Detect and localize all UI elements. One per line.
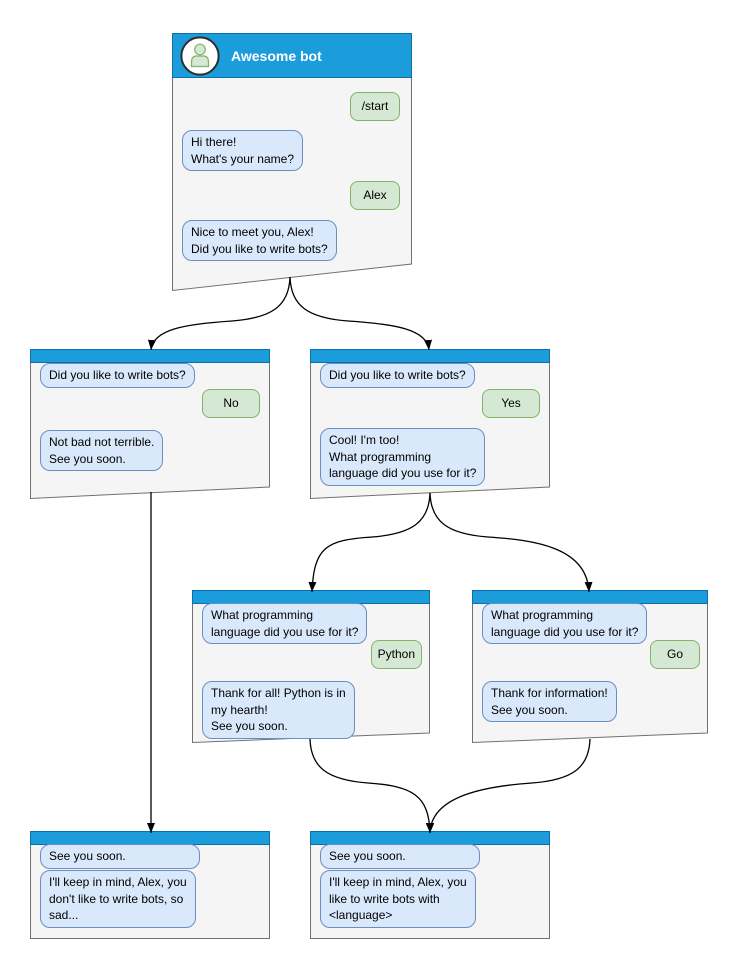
bot-message-bubble: What programming language did you use fo… [202,603,368,645]
window-header-bar [192,590,430,604]
user-message-bubble: No [202,389,260,418]
bot-message-bubble: I'll keep in mind, Alex, you like to wri… [320,870,476,928]
connector-yes-to-go [429,492,593,593]
window-header-bar [310,349,550,363]
chat-window-branch-go: What programming language did you use fo… [472,590,708,744]
bot-message-bubble: I'll keep in mind, Alex, you don't like … [40,870,196,928]
bot-message-bubble: Nice to meet you, Alex! Did you like to … [182,220,337,262]
window-header-bar [30,349,270,363]
chat-window-branch-yes: Did you like to write bots? Yes Cool! I'… [310,349,550,500]
window-title: Awesome bot [231,47,322,64]
user-message-bubble: /start [350,92,400,121]
user-message-bubble: Alex [350,181,400,210]
bot-message-bubble: What programming language did you use fo… [482,603,648,645]
window-header-bar [472,590,708,604]
bot-message-bubble: Did you like to write bots? [320,363,475,388]
user-message-bubble: Go [650,640,700,669]
bot-message-bubble: Hi there! What's your name? [182,130,304,172]
chat-window-root: Awesome bot /start Hi there! What's your… [172,33,412,292]
bot-message-bubble: See you soon. [40,844,200,869]
connector-go-to-end-language [426,738,591,834]
chat-window-end-language: See you soon. I'll keep in mind, Alex, y… [310,831,550,939]
window-header-bar [310,831,550,845]
chat-window-branch-python: What programming language did you use fo… [192,590,430,744]
chat-window-branch-no: Did you like to write bots? No Not bad n… [30,349,270,500]
bot-avatar-icon [180,35,220,76]
connector-yes-to-python [308,492,431,593]
bot-message-bubble: Cool! I'm too! What programming language… [320,428,486,486]
window-header-bar [30,831,270,845]
bot-message-bubble: See you soon. [320,844,480,869]
bot-message-bubble: Not bad not terrible. See you soon. [40,430,164,472]
bot-message-bubble: Thank for all! Python is in my hearth! S… [202,681,355,739]
chat-window-end-no: See you soon. I'll keep in mind, Alex, y… [30,831,270,939]
connector-python-to-end-language [309,738,434,834]
user-message-bubble: Python [370,640,422,669]
user-message-bubble: Yes [482,389,540,418]
bot-message-bubble: Thank for information! See you soon. [482,681,617,723]
bot-message-bubble: Did you like to write bots? [40,363,195,388]
